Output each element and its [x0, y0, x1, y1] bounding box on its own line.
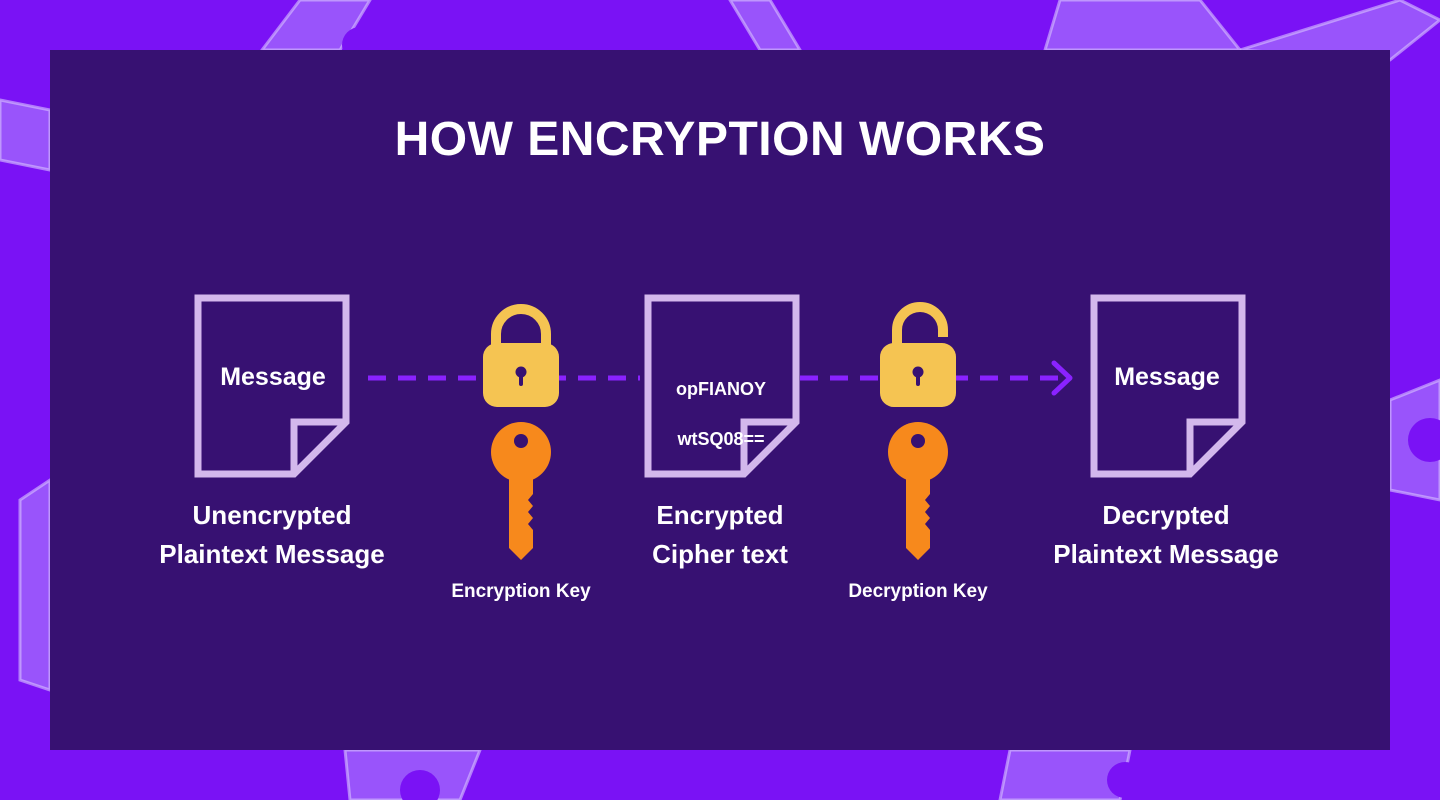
cipher-line-2: wtSQ08==	[677, 429, 765, 449]
decrypted-caption-line-1: Decrypted	[1102, 500, 1230, 530]
key-icon	[888, 422, 948, 560]
decryption-key-label: Decryption Key	[848, 581, 988, 602]
plaintext-caption-line-1: Unencrypted	[192, 500, 352, 530]
key-icon	[491, 422, 551, 560]
page-title: HOW ENCRYPTION WORKS	[394, 113, 1046, 166]
padlock-closed-icon	[483, 304, 559, 407]
decrypted-document-text: Message	[1114, 363, 1220, 391]
cipher-caption-line-1: Encrypted	[656, 500, 784, 530]
decrypted-caption-line-2: Plaintext Message	[1053, 539, 1279, 569]
cipher-line-1: opFIANOY	[676, 379, 766, 399]
plaintext-caption-line-2: Plaintext Message	[159, 539, 385, 569]
document-icon	[1090, 294, 1246, 478]
document-icon	[194, 294, 350, 478]
arrow-right-icon	[1051, 360, 1073, 396]
plaintext-caption: Unencrypted Plaintext Message	[122, 496, 422, 574]
background-key-icon	[998, 748, 1132, 800]
cipher-document-text: opFIANOY wtSQ08==	[646, 352, 796, 477]
decrypted-caption: Decrypted Plaintext Message	[1016, 496, 1316, 574]
plaintext-document-text: Message	[220, 363, 326, 391]
document-icon	[644, 294, 800, 478]
encryption-key-label: Encryption Key	[451, 581, 591, 602]
cipher-caption-line-2: Cipher text	[652, 539, 788, 569]
cipher-caption: Encrypted Cipher text	[570, 496, 870, 574]
padlock-open-icon	[880, 302, 956, 407]
